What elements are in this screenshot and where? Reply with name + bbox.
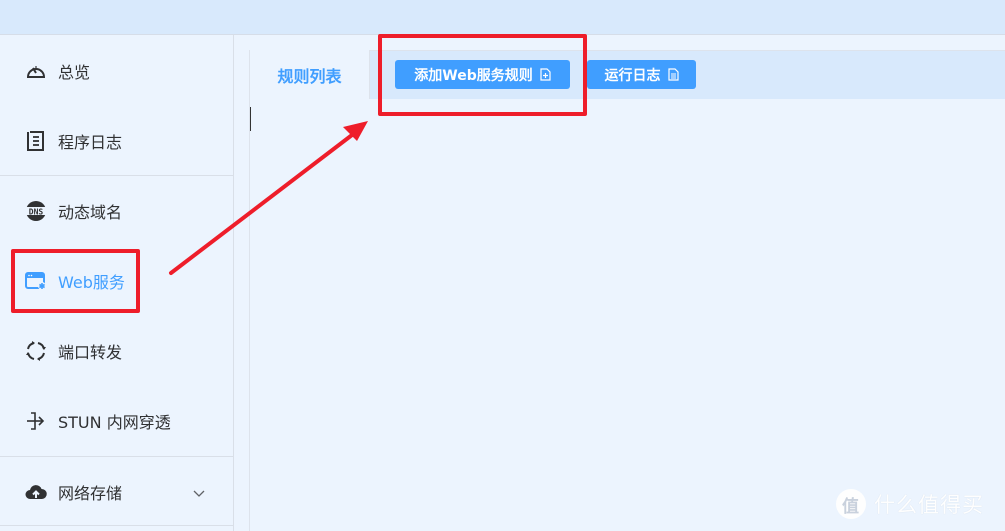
tab-rule-list[interactable]: 规则列表 (250, 50, 370, 99)
dashboard-gauge-icon (25, 60, 47, 82)
add-web-rule-button[interactable]: 添加Web服务规则 (395, 60, 570, 89)
top-header-bar (0, 0, 1005, 35)
sidebar-item-label: 动态域名 (58, 203, 123, 222)
content-left-border (249, 50, 250, 531)
watermark-text: 什么值得买 (874, 493, 984, 517)
menu-divider (0, 525, 233, 526)
chevron-down-icon[interactable] (192, 485, 206, 499)
sidebar-item-label: 程序日志 (58, 133, 123, 152)
sidebar-item-port-forward[interactable]: 端口转发 (0, 316, 233, 386)
refresh-arrows-icon (25, 340, 47, 362)
button-label: 添加Web服务规则 (414, 67, 533, 84)
log-document-icon (25, 130, 47, 152)
button-label: 运行日志 (604, 67, 661, 84)
watermark-logo-icon: 值 (836, 489, 866, 519)
sidebar-item-stun[interactable]: STUN 内网穿透 (0, 386, 233, 456)
cloud-upload-icon (25, 481, 47, 503)
document-icon (667, 68, 679, 81)
sidebar-item-label: 网络存储 (58, 484, 123, 503)
sidebar-item-label: 总览 (58, 63, 91, 82)
menu-divider (0, 175, 233, 176)
sidebar-item-network-storage[interactable]: 网络存储 (0, 457, 233, 527)
sidebar-item-label: Web服务 (58, 273, 125, 292)
enter-arrow-icon (25, 410, 47, 432)
tab-label: 规则列表 (277, 66, 342, 86)
sidebar-item-web-service[interactable]: Web服务 (0, 246, 233, 316)
web-window-gear-icon (25, 270, 47, 292)
sidebar-item-ddns[interactable]: DNS 动态域名 (0, 176, 233, 246)
watermark: 值 什么值得买 (836, 484, 984, 524)
svg-text:DNS: DNS (29, 208, 44, 217)
document-add-icon (540, 68, 551, 81)
sidebar-item-overview[interactable]: 总览 (0, 36, 233, 106)
text-cursor (250, 107, 251, 131)
sidebar-item-label: 端口转发 (58, 343, 123, 362)
menu-divider (0, 456, 233, 457)
sidebar-item-label: STUN 内网穿透 (58, 413, 171, 432)
dns-globe-icon: DNS (25, 200, 47, 222)
sidebar-item-program-log[interactable]: 程序日志 (0, 106, 233, 176)
sidebar-menu: 总览 程序日志 DNS 动态域名 Web服务 端口转发 STUN 内网穿透 (0, 35, 234, 531)
run-log-button[interactable]: 运行日志 (587, 60, 696, 89)
